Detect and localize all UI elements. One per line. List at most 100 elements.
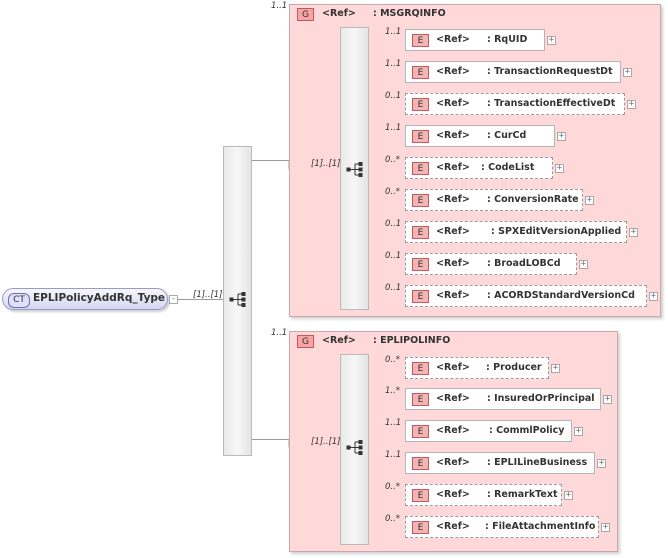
- element-badge: E: [412, 425, 429, 438]
- element-occurs: 0..1: [385, 283, 402, 293]
- complex-type-badge: CT: [8, 293, 30, 308]
- element-badge: E: [412, 130, 429, 143]
- element-ref: <Ref>: [436, 521, 470, 532]
- expand-toggle[interactable]: +: [555, 163, 564, 173]
- element-occurs: 1..1: [385, 418, 402, 428]
- expand-toggle[interactable]: +: [564, 490, 573, 500]
- element-occurs: 0..*: [385, 155, 401, 165]
- element-node[interactable]: [405, 29, 545, 51]
- sequence-icon: [229, 292, 246, 307]
- element-node[interactable]: [405, 157, 553, 179]
- element-name: : RemarkText: [487, 489, 558, 500]
- element-ref: <Ref>: [436, 130, 470, 141]
- element-name: : ACORDStandardVersionCd: [487, 290, 635, 301]
- expand-toggle[interactable]: +: [585, 195, 594, 205]
- complex-type-name: EPLIPolicyAddRq_Type: [33, 292, 166, 304]
- group-occurs: 1..1: [271, 328, 288, 338]
- element-ref: <Ref>: [436, 98, 470, 109]
- expand-toggle[interactable]: +: [597, 458, 606, 468]
- element-occurs: 1..*: [385, 386, 401, 396]
- element-node[interactable]: [405, 452, 595, 474]
- element-badge: E: [412, 66, 429, 79]
- element-node[interactable]: [405, 285, 647, 307]
- element-ref: <Ref>: [436, 194, 470, 205]
- element-occurs: 1..1: [385, 123, 402, 133]
- element-node[interactable]: [405, 125, 555, 147]
- element-name: : CommlPolicy: [489, 425, 565, 436]
- element-name: : CodeList: [481, 162, 535, 173]
- expand-toggle[interactable]: +: [627, 99, 636, 109]
- element-name: : FileAttachmentInfo: [485, 521, 596, 532]
- group-name: : EPLIPOLINFO: [373, 335, 451, 346]
- group-ref: <Ref>: [322, 8, 356, 19]
- element-node[interactable]: [405, 93, 625, 115]
- element-ref: <Ref>: [436, 226, 470, 237]
- element-name: : Producer: [486, 362, 542, 373]
- element-node[interactable]: [405, 221, 627, 243]
- group-occurs: 1..1: [271, 1, 288, 11]
- element-ref: <Ref>: [436, 489, 470, 500]
- element-occurs: 0..1: [385, 219, 402, 229]
- element-badge: E: [412, 98, 429, 111]
- element-occurs: 0..*: [385, 355, 401, 365]
- element-badge: E: [412, 489, 429, 502]
- element-node[interactable]: [405, 388, 601, 410]
- element-occurs: 0..1: [385, 251, 402, 261]
- group-badge: G: [297, 8, 314, 21]
- element-node[interactable]: [405, 253, 577, 275]
- group-ref: <Ref>: [322, 335, 356, 346]
- element-badge: E: [412, 194, 429, 207]
- element-name: : TransactionRequestDt: [487, 66, 613, 77]
- sequence-icon: [346, 162, 363, 177]
- element-node[interactable]: [405, 357, 549, 379]
- element-ref: <Ref>: [436, 457, 470, 468]
- complex-type-node[interactable]: [2, 288, 168, 310]
- element-occurs: 1..1: [385, 59, 402, 69]
- expand-toggle[interactable]: +: [579, 259, 588, 269]
- element-badge: E: [412, 290, 429, 303]
- group-name: : MSGRQINFO: [373, 8, 446, 19]
- element-name: : RqUID: [487, 34, 528, 45]
- element-ref: <Ref>: [436, 362, 470, 373]
- group-sequence-occurs: [1]..[1]: [311, 437, 341, 447]
- expand-toggle[interactable]: +: [574, 426, 583, 436]
- element-name: : TransactionEffectiveDt: [487, 98, 616, 109]
- element-node[interactable]: [405, 420, 572, 442]
- group-sequence-compositor[interactable]: [340, 27, 369, 310]
- element-ref: <Ref>: [436, 290, 470, 301]
- root-sequence-occurs: [1]..[1]: [193, 290, 223, 300]
- expand-toggle[interactable]: +: [551, 363, 560, 373]
- element-occurs: 1..1: [385, 27, 402, 37]
- element-ref: <Ref>: [436, 258, 470, 269]
- element-badge: E: [412, 521, 429, 534]
- expand-toggle[interactable]: +: [623, 67, 632, 77]
- element-name: : BroadLOBCd: [487, 258, 561, 269]
- element-badge: E: [412, 393, 429, 406]
- element-node[interactable]: [405, 516, 599, 538]
- expand-toggle[interactable]: +: [603, 394, 612, 404]
- expand-toggle[interactable]: +: [601, 522, 610, 532]
- element-occurs: 0..*: [385, 482, 401, 492]
- element-occurs: 0..*: [385, 187, 401, 197]
- expand-toggle[interactable]: +: [547, 35, 556, 45]
- element-badge: E: [412, 226, 429, 239]
- element-node[interactable]: [405, 189, 583, 211]
- element-occurs: 0..*: [385, 514, 401, 524]
- expand-toggle[interactable]: +: [649, 291, 658, 301]
- element-badge: E: [412, 162, 429, 175]
- element-name: : CurCd: [487, 130, 527, 141]
- element-node[interactable]: [405, 484, 562, 506]
- element-name: : InsuredOrPrincipal: [487, 393, 595, 404]
- element-badge: E: [412, 258, 429, 271]
- expand-toggle[interactable]: +: [629, 227, 638, 237]
- element-name: : ConversionRate: [487, 194, 579, 205]
- collapse-toggle[interactable]: -: [169, 294, 178, 304]
- element-ref: <Ref>: [436, 393, 470, 404]
- element-name: : EPLILineBusiness: [487, 457, 588, 468]
- expand-toggle[interactable]: +: [557, 131, 566, 141]
- element-ref: <Ref>: [436, 66, 470, 77]
- element-name: : SPXEditVersionApplied: [491, 226, 622, 237]
- element-node[interactable]: [405, 61, 621, 83]
- group-sequence-occurs: [1]..[1]: [311, 159, 341, 169]
- sequence-icon: [346, 440, 363, 455]
